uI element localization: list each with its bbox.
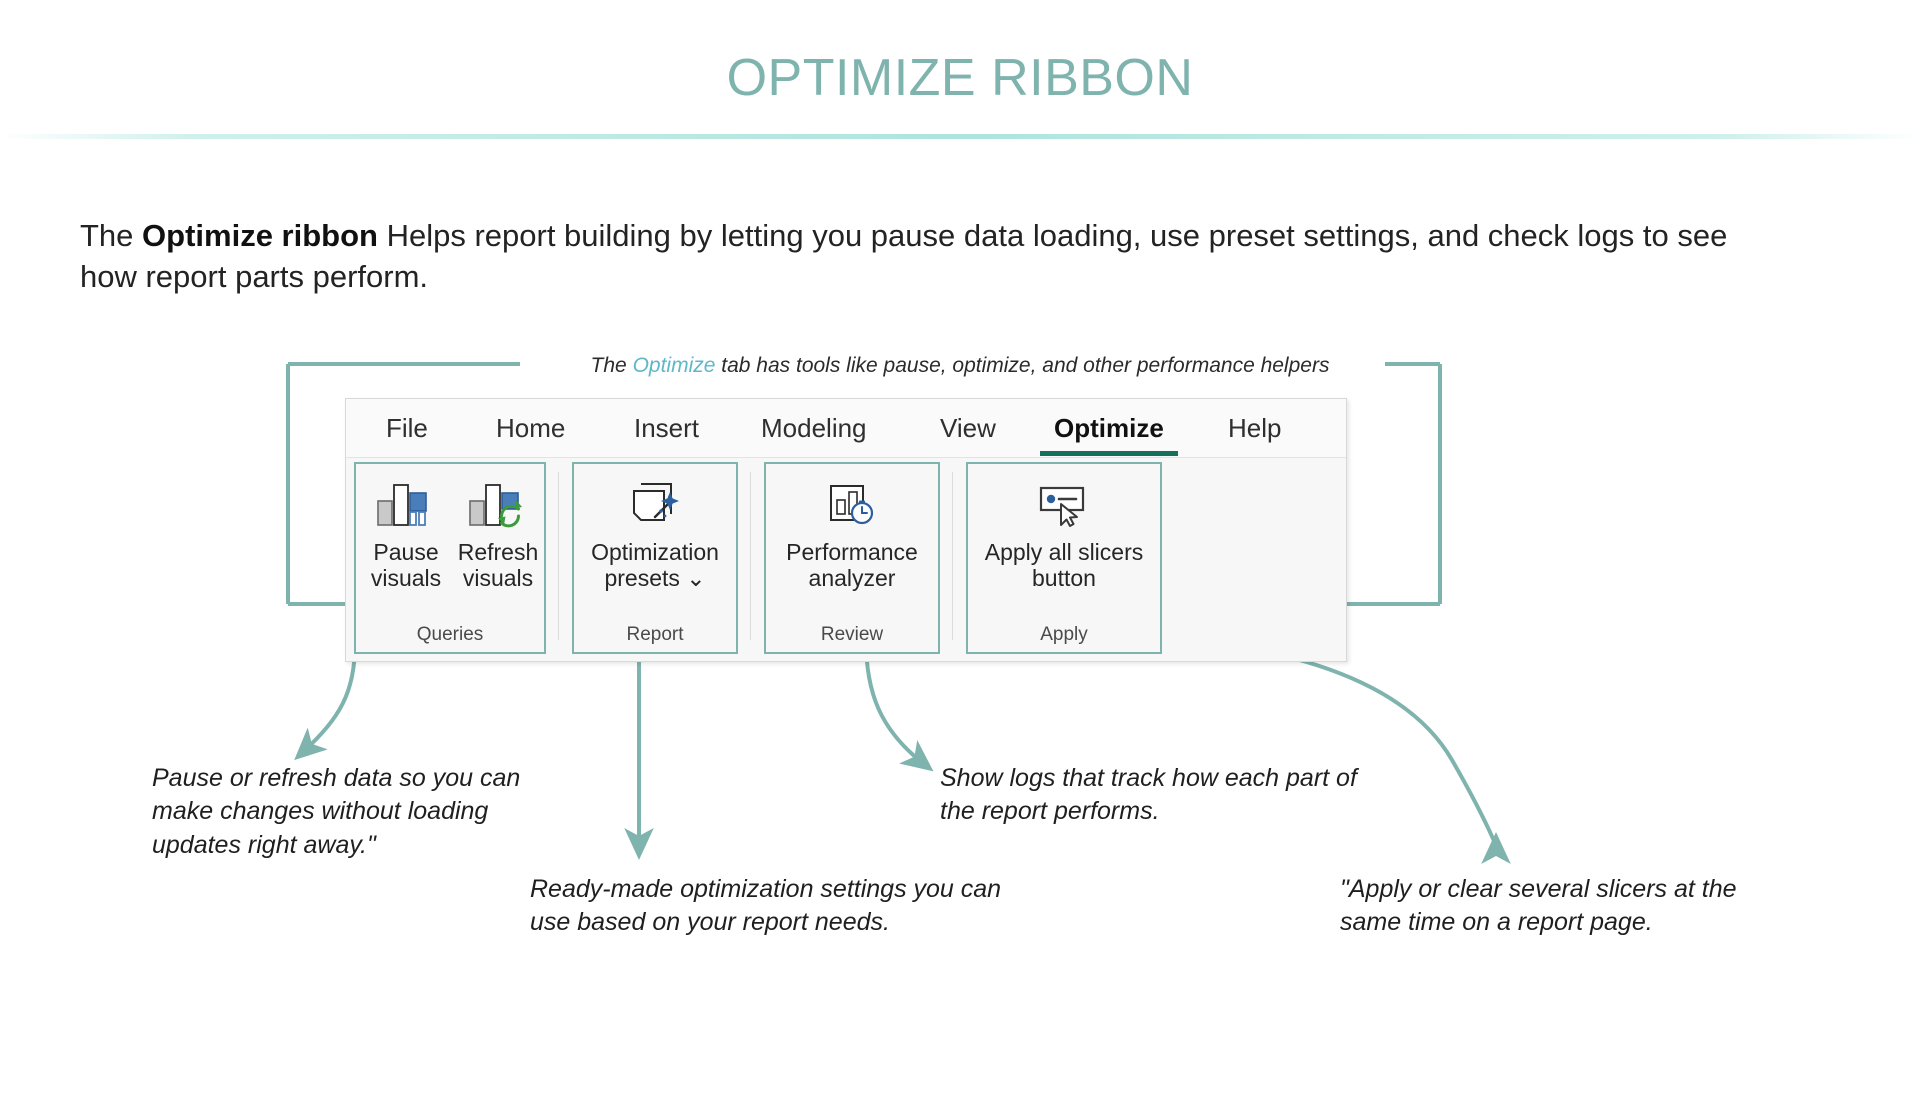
group-divider-1 [558,472,559,640]
diagram-stage: The Optimize tab has tools like pause, o… [0,340,1920,980]
command-label-line2: visuals [370,564,442,591]
command-label: Refresh visuals [452,539,544,592]
active-tab-underline [1040,451,1178,456]
tab-label: Insert [634,413,700,443]
command-label-line2: analyzer [808,564,896,591]
group-divider-2 [750,472,751,640]
command-label: Performance analyzer [766,539,938,592]
command-performance-analyzer[interactable]: Performance analyzer [766,474,938,592]
command-label-line1: Performance [786,539,918,565]
tab-label: Modeling [761,413,867,443]
caption-after: tab has tools like pause, optimize, and … [715,354,1330,377]
command-label-line1: Pause [373,539,439,565]
ribbon-caption: The Optimize tab has tools like pause, o… [560,354,1360,378]
command-label-line1: Apply all slicers [984,539,1144,565]
intro-paragraph: The Optimize ribbon Helps report buildin… [80,215,1760,297]
annotation-pause-visuals: Pause or refresh data so you can make ch… [152,764,521,859]
apply-all-slicers-icon [968,474,1160,536]
command-label-line2: presets ⌄ [604,564,706,591]
annotation-apply-all-slicers: "Apply or clear several slicers at the s… [1340,875,1737,937]
tab-label: View [940,413,996,443]
intro-rest: Helps report building by letting you pau… [80,218,1728,295]
tab-label: Help [1228,413,1282,443]
command-label-line2: button [1032,564,1096,591]
caption-highlight: Optimize [632,354,716,377]
ribbon-group-review: Performance analyzer Review [764,462,940,654]
annotation-optimization-presets: Ready-made optimization settings you can… [530,875,1002,937]
performance-analyzer-icon [766,474,938,536]
group-label-apply: Apply [1040,624,1088,645]
command-apply-all-slicers[interactable]: Apply all slicers button [968,474,1160,592]
command-label-line1: Refresh [457,539,539,565]
annotation-performance-analyzer: Show logs that track how each part of th… [940,764,1357,826]
tab-insert[interactable]: Insert [634,413,699,444]
tab-label: Optimize [1054,413,1164,443]
optimization-presets-icon [574,474,736,536]
command-pause-visuals[interactable]: Pause visuals [362,474,450,592]
page-title: OPTIMIZE RIBBON [726,49,1194,107]
tab-optimize[interactable]: Optimize [1040,413,1178,456]
group-label-review: Review [820,624,884,645]
ribbon-tabbar: File Home Insert Modeling View Optimize … [346,399,1346,457]
pause-visuals-icon [362,474,450,536]
group-divider-3 [952,472,953,640]
command-label-line2: visuals [462,564,534,591]
header-divider [0,134,1920,139]
ribbon-body: Pause visuals [346,457,1346,661]
command-label: Optimization presets ⌄ [574,539,736,592]
intro-bold-term: Optimize ribbon [142,218,378,253]
tab-label: File [386,413,428,443]
ribbon-group-apply: Apply all slicers button Apply [966,462,1162,654]
group-label-report: Report [626,624,684,645]
tab-modeling[interactable]: Modeling [761,413,867,444]
ribbon-group-queries: Pause visuals [354,462,546,654]
command-label: Apply all slicers button [968,539,1160,592]
command-label-line1: Optimization [591,539,719,565]
tab-help[interactable]: Help [1228,413,1281,444]
tab-file[interactable]: File [386,413,428,444]
tab-view[interactable]: View [940,413,996,444]
command-label: Pause visuals [362,539,450,592]
tab-label: Home [496,413,566,443]
command-refresh-visuals[interactable]: Refresh visuals [452,474,544,592]
command-optimization-presets[interactable]: Optimization presets ⌄ [574,474,736,592]
ribbon-mock: File Home Insert Modeling View Optimize … [345,398,1347,662]
refresh-visuals-icon [452,474,544,536]
group-label-queries: Queries [416,624,484,645]
tab-home[interactable]: Home [496,413,565,444]
ribbon-group-report: Optimization presets ⌄ Report [572,462,738,654]
intro-lead: The [80,218,143,253]
page-header: OPTIMIZE RIBBON [0,0,1920,140]
caption-before: The [590,354,633,377]
